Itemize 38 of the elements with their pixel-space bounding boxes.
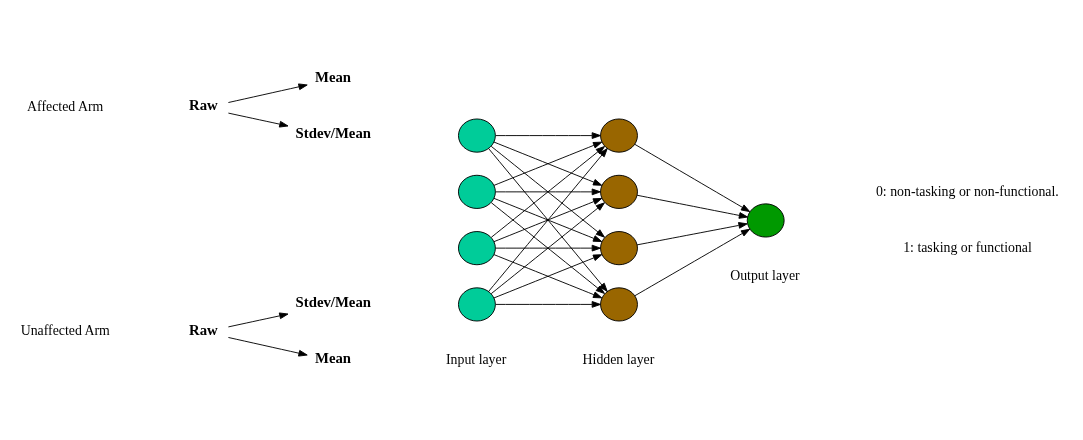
label: 0: non-tasking or non-functional. <box>875 184 1059 200</box>
label: Affected Arm <box>27 99 104 115</box>
arrow <box>488 148 608 292</box>
arrow <box>227 312 289 328</box>
arrow <box>634 143 751 213</box>
arrow <box>493 254 603 299</box>
node-circle <box>600 118 638 153</box>
label: Hidden layer <box>582 351 655 367</box>
arrow <box>493 141 603 186</box>
node-text: Stdev/Mean <box>295 294 372 310</box>
node-circle <box>458 287 496 322</box>
node-circle <box>458 231 496 266</box>
arrow <box>227 337 308 357</box>
node-circle <box>600 231 638 266</box>
node-circle <box>458 174 496 209</box>
label: 1: tasking or functional <box>903 240 1032 256</box>
label: Unaffected Arm <box>20 323 110 339</box>
node-text: Mean <box>314 68 352 85</box>
node-text: Raw <box>189 321 218 338</box>
arrow <box>495 244 601 252</box>
arrow <box>493 197 603 243</box>
node-circle <box>600 174 638 209</box>
arrow <box>636 194 749 219</box>
arrow <box>495 301 601 308</box>
label: Output layer <box>730 267 800 283</box>
label: Input layer <box>446 351 507 367</box>
node-circle <box>746 203 785 238</box>
arrow <box>227 112 289 128</box>
arrow <box>495 188 601 196</box>
node-circle <box>458 118 496 153</box>
arrow <box>227 83 308 103</box>
node-circle <box>600 287 638 322</box>
arrow <box>636 222 748 246</box>
arrow <box>495 132 601 139</box>
node-text: Stdev/Mean <box>295 125 372 142</box>
node-text: Raw <box>189 97 218 114</box>
node-text: Mean <box>314 350 352 367</box>
arrow <box>634 228 751 297</box>
